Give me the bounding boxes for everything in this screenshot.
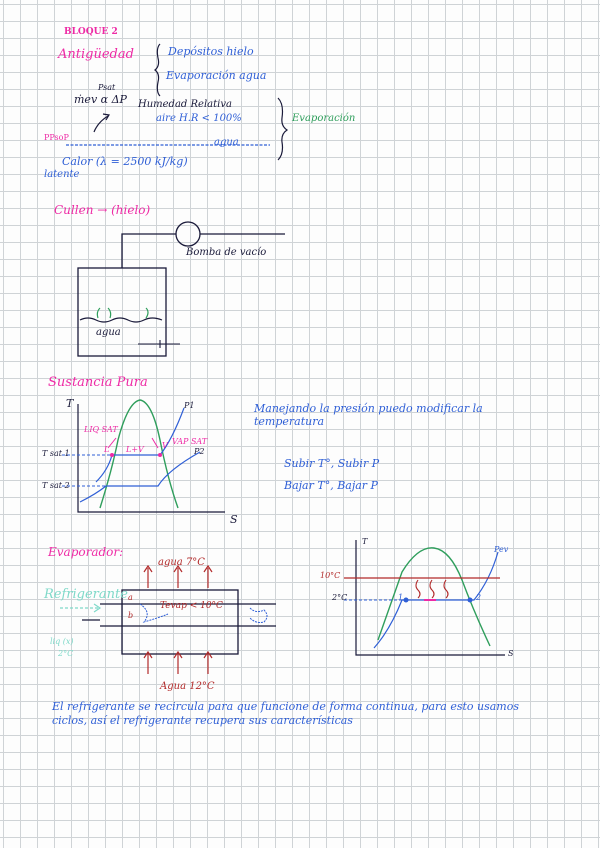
mev-formula: ṁev α ΔP	[74, 93, 127, 106]
bajar-label: Bajar T°, Bajar P	[284, 479, 378, 492]
evap-b-label: b	[128, 611, 134, 620]
water-arrows-up	[143, 564, 213, 588]
saturation-dome-1	[99, 399, 179, 509]
t10-label: 10°C	[320, 571, 341, 580]
l-label: L	[104, 445, 110, 454]
point-1-label: 1	[398, 593, 404, 602]
point-2-label: 2	[476, 593, 482, 602]
water-arrows-in	[143, 650, 213, 674]
v-label: V	[162, 441, 168, 450]
ts2-axis-t: T	[362, 537, 368, 546]
brace-evaporacion	[277, 97, 289, 161]
evaporator-tube	[100, 603, 276, 627]
brace-antiguedad	[154, 43, 161, 97]
antiguedad-title: Antigüedad	[58, 47, 134, 62]
conclusion-text: El refrigerante se recircula para que fu…	[52, 700, 519, 727]
agua-top-label: agua 7°C	[158, 557, 205, 568]
evaporacion-label: Evaporación	[292, 113, 356, 124]
ts-axis-1	[77, 404, 225, 513]
sustancia-note: Manejando la presión puedo modificar la …	[254, 402, 483, 429]
ppsop-label: PPsoP	[44, 133, 69, 142]
t2-label: 2°C	[332, 593, 348, 602]
ts2-axis-s: S	[508, 649, 514, 658]
bomba-label: Bomba de vacío	[186, 247, 267, 258]
cullen-water-wave	[79, 317, 163, 323]
p1-label: P1	[184, 401, 195, 410]
heat-transfer-waves	[415, 579, 449, 599]
vacuum-pipe	[121, 233, 285, 268]
subir-label: Subir T°, Subir P	[284, 457, 380, 470]
cullen-agua-label: agua	[96, 327, 121, 338]
liq-temp-label: 2°C	[58, 649, 74, 658]
ts1-axis-t: T	[66, 397, 74, 410]
latente-label: latente	[44, 169, 80, 180]
bloque-label: BLOQUE 2	[64, 27, 118, 37]
psat-label: Psat	[98, 83, 116, 92]
tevap-label: Tevap < 10°C	[160, 601, 223, 611]
vacuum-pump-circle	[175, 221, 201, 247]
liq-label: liq (x)	[50, 637, 74, 646]
saturation-dome-2	[377, 547, 491, 647]
refrigerante-label: Refrigerante	[44, 587, 128, 602]
isobar-p2	[79, 451, 201, 503]
vap-sat-label: VAP SAT	[172, 437, 208, 446]
cullen-container	[77, 267, 167, 357]
evaporator-outer	[121, 589, 239, 655]
liq-sat-label: LIQ SAT	[84, 425, 118, 434]
calor-label: Calor (λ = 2500 kJ/kg)	[62, 155, 188, 168]
lv-label: L+V	[126, 445, 144, 454]
pev-label: Pev	[494, 545, 509, 554]
sustancia-title: Sustancia Pura	[48, 375, 148, 390]
evap-a-label: a	[128, 593, 133, 602]
antiguedad-item-2: Evaporación agua	[166, 69, 267, 82]
antiguedad-item-1: Depósitos hielo	[168, 45, 254, 58]
agua-label: agua	[214, 137, 239, 148]
evaporator-isobar	[373, 551, 499, 649]
tsat1-label: T sat 1	[42, 449, 70, 458]
ts1-axis-s: S	[230, 513, 238, 526]
aire-label: aire H.R < 100%	[156, 113, 242, 124]
p2-label: P2	[194, 447, 205, 456]
cullen-title: Cullen → (hielo)	[54, 203, 151, 217]
evaporation-arrow	[93, 115, 109, 133]
isobar-p1	[95, 407, 185, 483]
evaporador-title: Evaporador:	[48, 545, 124, 559]
agua-bottom-label: Agua 12°C	[160, 681, 215, 692]
tsat2-label: T sat 2	[42, 481, 70, 490]
humedad-label: Humedad Relativa	[138, 99, 232, 110]
